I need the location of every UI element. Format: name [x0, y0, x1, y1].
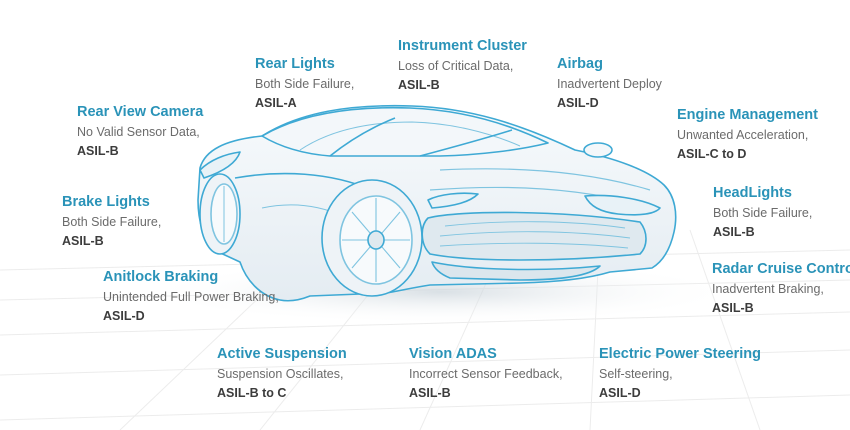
failure-description: Self-steering,: [599, 367, 673, 382]
component-title: Electric Power Steering: [599, 346, 761, 362]
label-rear-view-camera: Rear View Camera No Valid Sensor Data, A…: [77, 103, 203, 159]
component-title: Radar Cruise Control: [712, 261, 850, 277]
failure-description: Unwanted Acceleration,: [677, 128, 809, 143]
failure-description: Loss of Critical Data,: [398, 59, 514, 74]
asil-rating: ASIL-C to D: [677, 146, 747, 161]
asil-rating: ASIL-A: [255, 95, 297, 110]
asil-rating: ASIL-D: [599, 385, 641, 400]
label-electric-power-steering: Electric Power Steering Self-steering, A…: [599, 345, 761, 401]
asil-rating: ASIL-B: [77, 143, 119, 158]
label-instrument-cluster: Instrument Cluster Loss of Critical Data…: [398, 37, 527, 93]
label-vision-adas: Vision ADAS Incorrect Sensor Feedback, A…: [409, 345, 563, 401]
front-wheel: [321, 179, 423, 297]
label-airbag: Airbag Inadvertent Deploy ASIL-D: [557, 55, 662, 111]
component-title: Engine Management: [677, 107, 818, 123]
label-rear-lights: Rear Lights Both Side Failure, ASIL-A: [255, 55, 354, 111]
failure-description: Inadvertent Deploy: [557, 77, 662, 92]
component-title: Rear View Camera: [77, 104, 204, 120]
asil-rating: ASIL-B to C: [217, 385, 287, 400]
label-active-suspension: Active Suspension Suspension Oscillates,…: [217, 345, 347, 401]
failure-description: Both Side Failure,: [255, 77, 355, 92]
asil-rating: ASIL-D: [557, 95, 599, 110]
failure-description: Unintended Full Power Braking,: [103, 290, 279, 305]
failure-description: Both Side Failure,: [62, 215, 162, 230]
asil-rating: ASIL-B: [712, 300, 754, 315]
asil-rating: ASIL-B: [713, 224, 755, 239]
asil-rating: ASIL-D: [103, 308, 145, 323]
asil-rating: ASIL-B: [398, 77, 440, 92]
asil-rating: ASIL-B: [62, 233, 104, 248]
failure-description: Incorrect Sensor Feedback,: [409, 367, 563, 382]
component-title: HeadLights: [713, 185, 792, 201]
rear-wheel: [199, 173, 241, 255]
failure-description: Suspension Oscillates,: [217, 367, 344, 382]
failure-description: Inadvertent Braking,: [712, 282, 824, 297]
component-title: Rear Lights: [255, 56, 335, 72]
component-title: Anitlock Braking: [103, 269, 219, 285]
component-title: Active Suspension: [217, 346, 347, 362]
component-title: Vision ADAS: [409, 346, 497, 362]
label-engine-management: Engine Management Unwanted Acceleration,…: [677, 106, 818, 162]
failure-description: No Valid Sensor Data,: [77, 125, 200, 140]
component-title: Instrument Cluster: [398, 38, 527, 54]
component-title: Airbag: [557, 56, 603, 72]
component-title: Brake Lights: [62, 194, 150, 210]
label-radar-cruise-control: Radar Cruise Control Inadvertent Braking…: [712, 260, 850, 316]
asil-rating: ASIL-B: [409, 385, 451, 400]
label-brake-lights: Brake Lights Both Side Failure, ASIL-B: [62, 193, 161, 249]
failure-description: Both Side Failure,: [713, 206, 813, 221]
label-headlights: HeadLights Both Side Failure, ASIL-B: [713, 184, 812, 240]
label-antilock-braking: Anitlock Braking Unintended Full Power B…: [103, 268, 279, 324]
